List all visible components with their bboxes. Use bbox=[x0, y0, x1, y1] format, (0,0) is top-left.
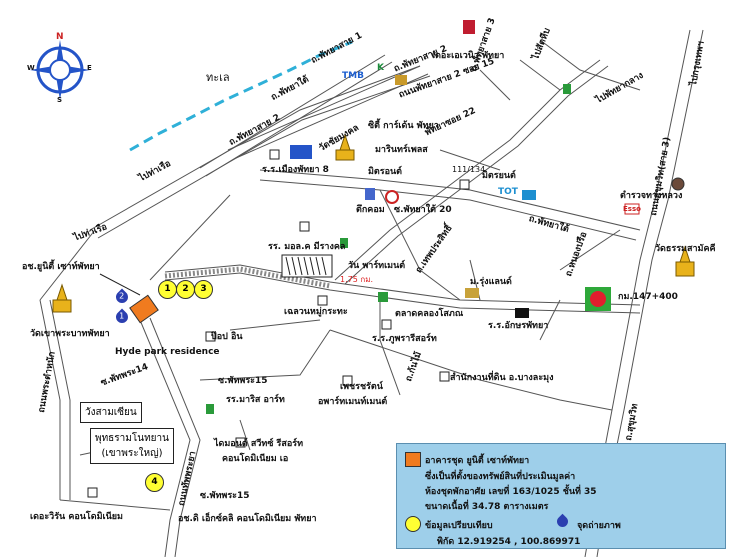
label-wan-park: วัน พาร์ทเมนต์ bbox=[348, 261, 406, 271]
legend-photo-label: จุดถ่ายภาพ bbox=[577, 521, 621, 531]
label-tmb: TMB bbox=[342, 71, 364, 81]
label-rr-mueang: ร.ร.เมืองพัทยา 8 bbox=[262, 165, 329, 175]
compass-w: W bbox=[27, 64, 35, 72]
label-hyde-park: Hyde park residence bbox=[115, 347, 220, 357]
label-soi-phra15: ซ.พัทพระ15 bbox=[218, 376, 268, 386]
label-diamond-1: ไดมอนด์ สวีทซ์ รีสอร์ท bbox=[214, 439, 304, 449]
comparison-point-3: 3 bbox=[194, 280, 213, 299]
compass-e: E bbox=[87, 64, 92, 72]
label-market: ตลาดคลองโสภณ bbox=[395, 309, 464, 319]
label-soi-phra15b: ซ.พัทพระ15 bbox=[200, 491, 250, 501]
label-m-rung: ม.รุ่งแลนด์ bbox=[470, 277, 512, 287]
legend-building-swatch bbox=[405, 452, 421, 467]
label-condo-bottom: เดอะวิรัน คอนโดมิเนียม bbox=[30, 512, 123, 522]
label-police: ตำรวจทางหลวง bbox=[620, 191, 683, 201]
label-city-garden: ซิตี้ การ์เด้น พัทยา bbox=[368, 121, 439, 131]
label-sea: ทะเล bbox=[206, 71, 230, 84]
label-petch: เพชรชรัตน์ bbox=[340, 382, 383, 392]
label-diamond-2: คอนโดมิเนียม เอ bbox=[222, 454, 289, 464]
label-mitr: มิตรอนต์ bbox=[368, 167, 403, 177]
label-petch-2: อพาร์ทเมนท์เมนต์ bbox=[318, 397, 388, 407]
label-avenue: เดอะเอเวนิว พัทยา bbox=[432, 51, 505, 61]
label-puttha-2: (เขาพระใหญ่) bbox=[101, 448, 163, 459]
coastline bbox=[129, 40, 353, 152]
legend-line-2: ซึ่งเป็นที่ตั้งของทรัพย์สินที่ประเมินมูล… bbox=[425, 472, 576, 482]
compass-icon: N S E W bbox=[25, 32, 95, 105]
label-marin-place: มารินทร์เพลส bbox=[375, 145, 428, 155]
comparison-point-4: 4 bbox=[145, 473, 164, 492]
label-rr-pub: ร.ร.ภูพรารีสอร์ท bbox=[372, 334, 437, 344]
label-km147: กม.147+400 bbox=[618, 292, 678, 302]
label-pop-inn: ป๊อป อิน bbox=[211, 332, 243, 342]
legend-photo-swatch bbox=[554, 513, 571, 530]
legend-yellow-label: ข้อมูลเปรียบเทียบ bbox=[425, 521, 493, 531]
route-1-75km bbox=[164, 266, 331, 289]
legend-yellow-swatch bbox=[405, 516, 421, 532]
label-sam-nak: สำนักงานที่ดิน อ.บางละมุง bbox=[450, 373, 554, 383]
label-tot: TOT bbox=[498, 187, 518, 197]
label-111-134: 111/134 bbox=[452, 165, 486, 174]
legend-line-4: ขนาดเนื้อที่ 34.78 ตารางเมตร bbox=[425, 502, 549, 512]
label-tukcom: ตึกคอม bbox=[356, 205, 385, 215]
compass-n: N bbox=[56, 32, 64, 42]
label-rr-mari: รร.มาริส อาร์ท bbox=[226, 395, 285, 405]
legend-coords: พิกัด 12.919254 , 100.869971 bbox=[437, 537, 581, 547]
label-rr-aksorn: ร.ร.อักษรพัทยา bbox=[488, 321, 549, 331]
unity-building bbox=[129, 294, 159, 324]
legend-line-1: อาคารชุด ยูนิตี้ เซาท์พัทยา bbox=[425, 456, 530, 466]
label-puttha-box: พุทธรามโนทยาน (เขาพระใหญ่) bbox=[90, 428, 174, 464]
label-puttha-1: พุทธรามโนทยาน bbox=[95, 433, 169, 444]
label-as-condo: อช.ดิ เอ็กซ์คลิ คอนโดมิเนียม พัทยา bbox=[178, 514, 317, 524]
label-esso: Esso bbox=[623, 205, 641, 213]
label-wat-thamma: วัดธรรมสามัคคี bbox=[655, 244, 716, 254]
label-wat-khao: วัดเขาพระบาทพัทยา bbox=[30, 329, 110, 339]
label-mitr-2: มิตรยนต์ bbox=[482, 171, 516, 181]
label-distance: 1.75 กม. bbox=[340, 275, 374, 284]
compass-s: S bbox=[57, 96, 63, 104]
label-uni-building: อช.ยูนิตี้ เซาท์พัทยา bbox=[22, 262, 100, 272]
legend-box: อาคารชุด ยูนิตี้ เซาท์พัทยา ซึ่งเป็นที่ต… bbox=[396, 443, 726, 549]
label-soi-south-20: ซ.พัทยาใต้ 20 bbox=[394, 205, 452, 215]
label-wang-sam-sian: วังสามเซียน bbox=[80, 402, 142, 423]
comparison-point-2: 2 bbox=[176, 280, 195, 299]
label-kbank: K bbox=[377, 63, 384, 73]
legend-line-3: ห้องชุดพักอาศัย เลขที่ 163/1025 ชั้นที่ … bbox=[425, 487, 597, 497]
comparison-point-1: 1 bbox=[158, 280, 177, 299]
label-cheaper: เฉลวนหมู่กระทะ bbox=[284, 307, 348, 317]
label-school-union: รร. มอล.ค มีรางคล bbox=[268, 242, 346, 252]
